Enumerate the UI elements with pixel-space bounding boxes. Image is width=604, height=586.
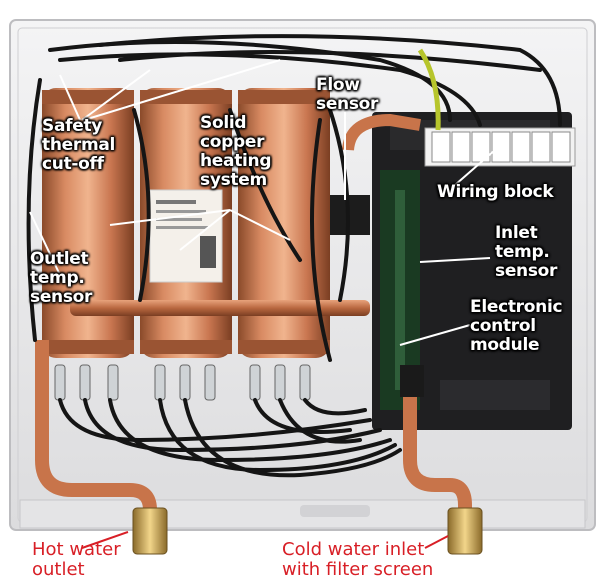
label-line: Electronic (470, 297, 563, 317)
label-line: Safety (42, 116, 103, 136)
callout-lines (29, 59, 496, 346)
label-cold-water-inlet: Cold water inlet with filter screen (282, 540, 433, 580)
hot-water-outlet-pipe (35, 340, 157, 517)
label-solid-copper-heating-system: Solid copper heating system (200, 113, 272, 190)
terminal-lugs (54, 364, 311, 401)
label-line: copper (200, 132, 265, 152)
label-wiring-block: Wiring block (437, 182, 554, 202)
horizontal-copper-pipe (70, 300, 370, 316)
label-line: temp. (30, 268, 85, 288)
label-line: heating (200, 151, 272, 171)
label-line: with filter screen (282, 559, 434, 580)
copper-heating-cylinders (42, 88, 330, 358)
label-line: Flow (316, 75, 360, 95)
label-line: outlet (32, 559, 85, 580)
label-safety-thermal-cutoff: Safety thermal cut-off (42, 117, 115, 174)
label-line: sensor (495, 261, 558, 281)
hot-water-callout-line (81, 531, 129, 549)
label-line: Hot water (32, 539, 121, 560)
wire-harness (26, 34, 562, 478)
label-flow-sensor: Flow sensor (316, 76, 378, 114)
cold-water-inlet-pipe (403, 395, 472, 516)
label-line: thermal (42, 135, 116, 155)
label-line: Outlet (30, 249, 89, 269)
wiring-block-terminals (424, 127, 576, 167)
label-line: Cold water inlet (282, 539, 425, 560)
label-line: Solid (200, 113, 247, 133)
label-line: sensor (30, 287, 93, 307)
label-line: temp. (495, 242, 550, 262)
electronic-control-module-box (372, 112, 572, 430)
label-line: module (470, 335, 540, 355)
label-hot-water-outlet: Hot water outlet (32, 540, 121, 580)
label-line: control (470, 316, 536, 336)
label-line: Wiring block (437, 182, 554, 202)
label-line: Inlet (495, 223, 538, 243)
label-line: cut-off (42, 154, 104, 174)
label-line: system (200, 170, 267, 190)
label-outlet-temp-sensor: Outlet temp. sensor (30, 250, 92, 307)
label-electronic-control-module: Electronic control module (470, 297, 563, 355)
label-line: sensor (316, 94, 379, 114)
label-inlet-temp-sensor: Inlet temp. sensor (495, 224, 557, 281)
cold-water-callout-line (424, 535, 449, 549)
